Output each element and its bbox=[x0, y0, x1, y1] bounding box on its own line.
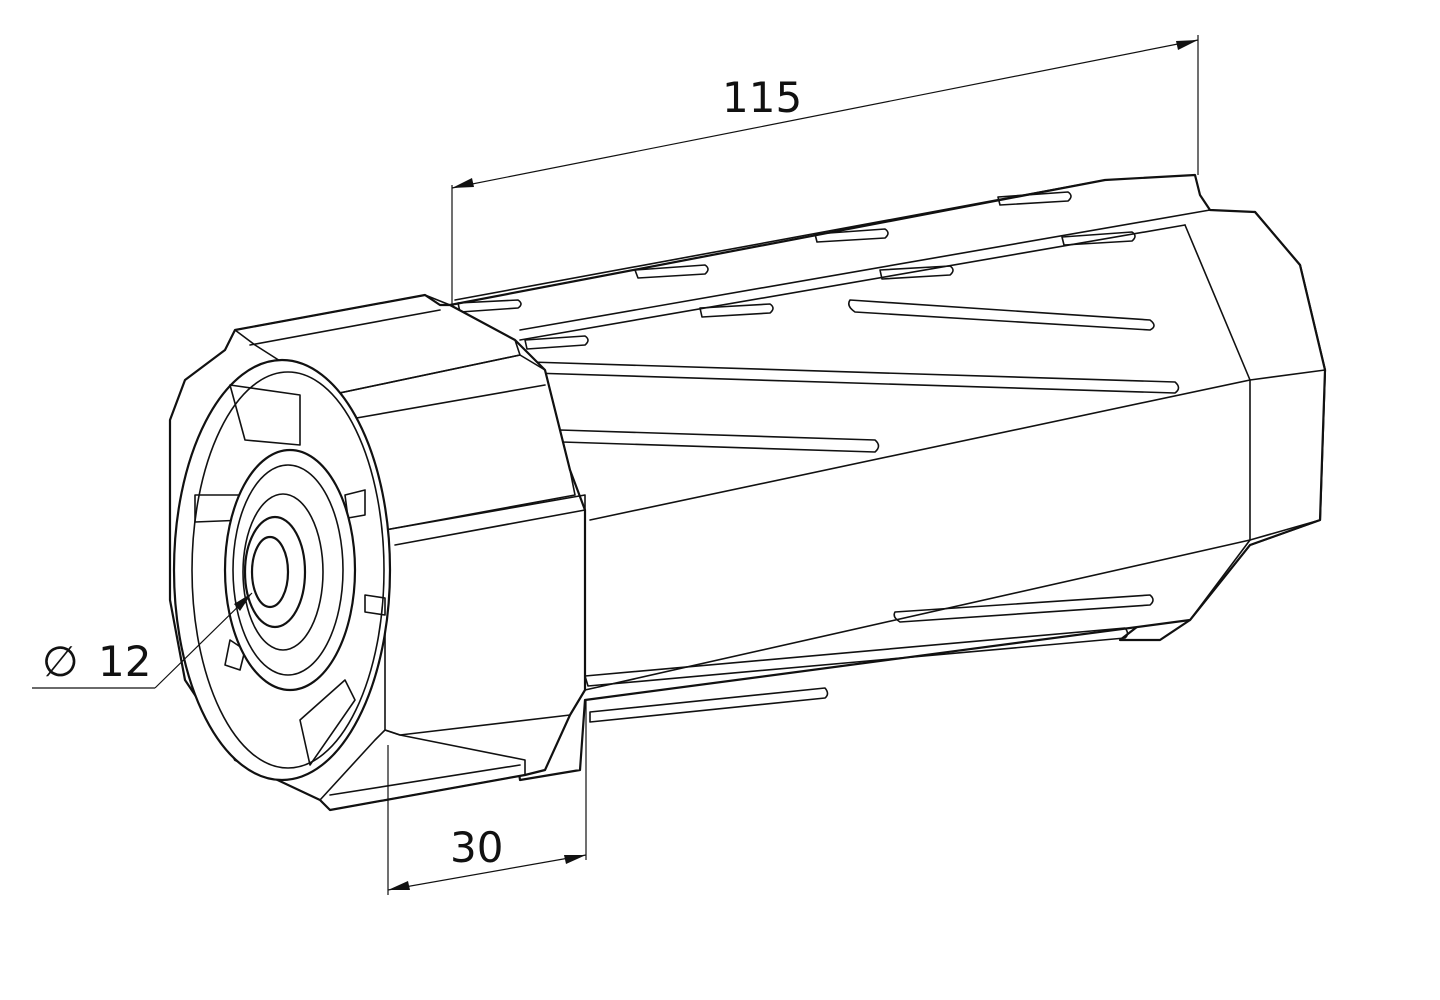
body-end-edge-1 bbox=[1184, 224, 1251, 381]
short-slot bbox=[457, 299, 522, 313]
body-end-edge-5 bbox=[1249, 519, 1321, 541]
short-slot bbox=[997, 191, 1072, 206]
groove bbox=[584, 627, 1129, 687]
cap-segment-lower bbox=[319, 729, 526, 811]
dimension-bore-label: 12 bbox=[98, 637, 151, 686]
cap-bevel-edge bbox=[394, 509, 586, 546]
hub-ring-2 bbox=[232, 464, 344, 676]
groove bbox=[529, 361, 1180, 394]
body-end-edge-4 bbox=[1249, 369, 1326, 381]
short-slot bbox=[879, 265, 954, 280]
body-top-ridge-2 bbox=[519, 209, 1211, 331]
short-slot bbox=[634, 264, 709, 279]
body-end-edge-3 bbox=[1189, 539, 1251, 621]
dimension-115: 115 bbox=[451, 35, 1199, 305]
cap-bevel-edge bbox=[329, 764, 521, 796]
dimension-cap-width-label: 30 bbox=[450, 823, 503, 872]
dimension-line bbox=[387, 854, 587, 891]
short-slot bbox=[524, 335, 589, 350]
body-edge-lower bbox=[584, 539, 1251, 691]
cap-face-rim bbox=[191, 371, 385, 769]
short-slot bbox=[814, 228, 889, 243]
dimension-bore: ∅ 12 bbox=[32, 592, 253, 689]
arrowhead bbox=[452, 178, 474, 188]
dimension-30: 30 bbox=[387, 700, 587, 895]
arrowhead bbox=[234, 593, 252, 611]
body-top-ridge bbox=[454, 179, 1106, 301]
arrowhead bbox=[564, 855, 586, 864]
dimension-line bbox=[451, 39, 1199, 189]
leader-line bbox=[154, 592, 253, 689]
groove bbox=[589, 687, 829, 723]
body-edge-upper bbox=[589, 379, 1251, 521]
body-grooves bbox=[457, 191, 1180, 723]
short-slot bbox=[699, 303, 774, 318]
arrowhead bbox=[388, 881, 410, 890]
bore-inner bbox=[250, 535, 290, 609]
arrowhead bbox=[1176, 40, 1198, 50]
groove bbox=[848, 299, 1155, 331]
dimension-length-label: 115 bbox=[722, 73, 802, 122]
spoke bbox=[364, 594, 386, 616]
cap-bevel-edge bbox=[249, 309, 441, 346]
cap-bevel-edge bbox=[344, 384, 546, 421]
octagonal-body bbox=[448, 173, 1327, 782]
spoke bbox=[229, 384, 301, 446]
diameter-symbol: ∅ bbox=[42, 637, 79, 686]
hub-ring-3 bbox=[242, 493, 324, 651]
spoke bbox=[299, 679, 356, 766]
groove bbox=[893, 594, 1154, 623]
short-slot bbox=[1061, 231, 1136, 246]
groove bbox=[559, 429, 880, 453]
end-cap bbox=[168, 293, 587, 812]
